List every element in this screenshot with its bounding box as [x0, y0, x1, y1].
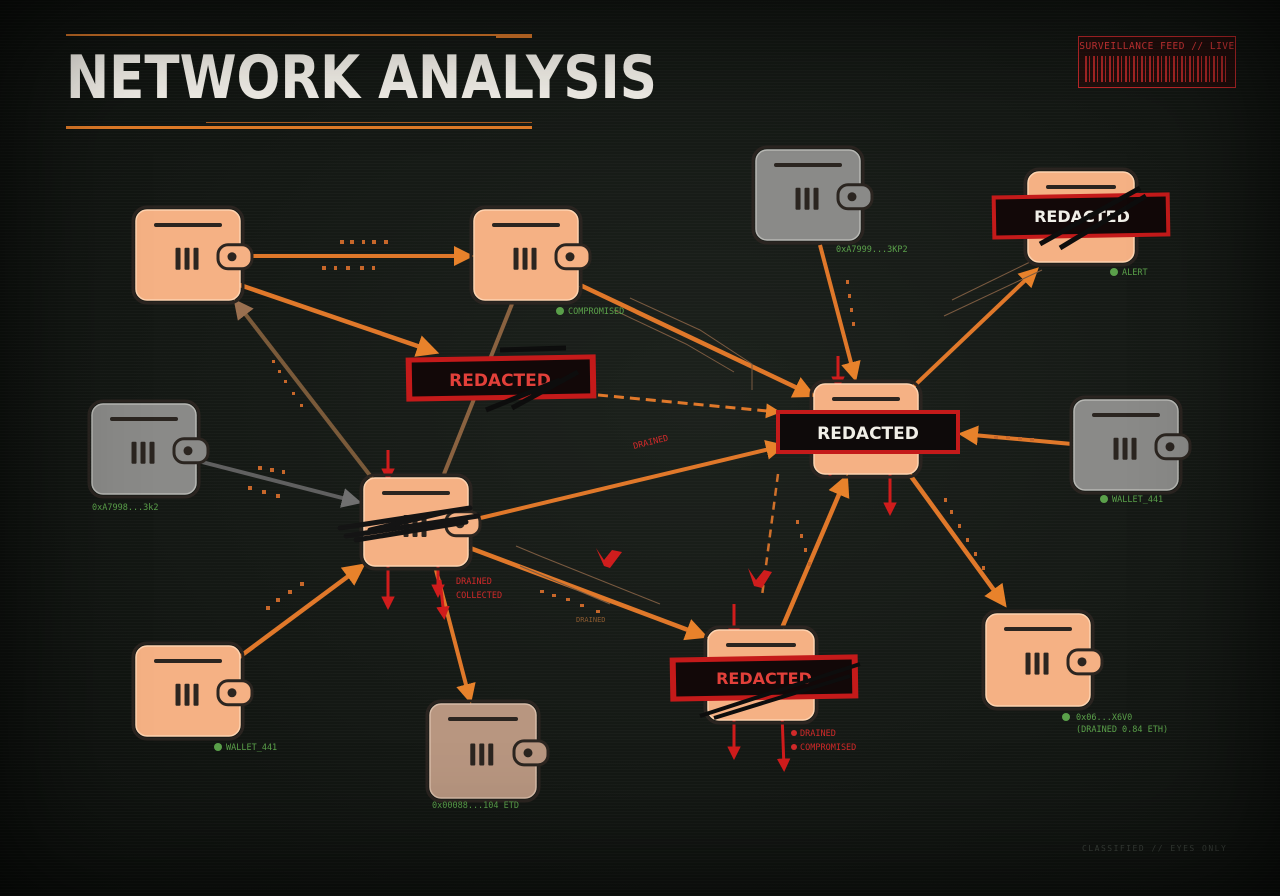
classified-footer: CLASSIFIED // EYES ONLY — [1082, 844, 1228, 853]
redacted-text: REDACTED — [716, 669, 812, 688]
edge-w2-w7 — [579, 282, 817, 398]
edge-w1-redacted1 — [239, 282, 440, 357]
scribble-hub — [337, 505, 481, 543]
svg-text:0x06...X6V0: 0x06...X6V0 — [1076, 713, 1132, 723]
edge-w6-w9 — [469, 545, 709, 641]
edge-w12-w6 — [236, 563, 366, 660]
svg-text:DRAINED: DRAINED — [800, 729, 836, 739]
edge-w3-w7 — [818, 244, 861, 382]
data-dots-layer — [248, 240, 1034, 613]
title-rule-top — [66, 34, 532, 38]
edge-w6-w7 — [471, 439, 786, 522]
edge-layer — [201, 244, 1073, 704]
feed-label: SURVEILLANCE FEED // LIVE — [1079, 41, 1235, 52]
edge-w9-w7 — [779, 473, 850, 629]
title-rule-bottom — [66, 122, 532, 129]
wallet-icon[interactable] — [1069, 395, 1192, 495]
redacted-text: REDACTED — [449, 371, 551, 391]
wallet-icon[interactable] — [131, 641, 254, 741]
wallet-address: 0x00088...104 ETD — [432, 801, 519, 811]
wallet-icon[interactable] — [131, 205, 254, 305]
status-badge: 0x06...X6V0 — [1062, 713, 1132, 723]
redacted-bar-center: REDACTED — [776, 410, 960, 454]
edge-w6-w1 — [233, 298, 374, 480]
wallet-icon[interactable] — [87, 399, 210, 499]
redacted-bar-bottom: REDACTED — [669, 654, 861, 720]
status-badge: WALLET_441 — [214, 743, 277, 753]
svg-text:ALERT: ALERT — [1122, 268, 1148, 278]
redacted-bar-mid: REDACTED — [405, 345, 597, 413]
svg-text:COMPROMISED: COMPROMISED — [800, 743, 856, 753]
redaction-layer: REDACTED REDACTED REDACTED REDACTED — [405, 185, 1171, 720]
edge-w5-w6 — [201, 460, 362, 508]
status-badge: COMPROMISED — [556, 307, 624, 317]
glitch-fragments — [596, 548, 772, 588]
status-badge: WALLET_441 — [1100, 495, 1163, 505]
page-title: NETWORK ANALYSIS — [66, 43, 657, 113]
edge-redacted1-w7 — [597, 393, 781, 419]
surveillance-feed-badge: SURVEILLANCE FEED // LIVE — [1078, 36, 1236, 88]
wallet-icon[interactable] — [751, 145, 874, 245]
status-badge: DRAINED — [791, 729, 836, 739]
title-block: NETWORK ANALYSIS — [66, 34, 657, 129]
edge-w11-w7 — [958, 425, 1073, 446]
circuit-traces — [515, 261, 1043, 605]
barcode-icon — [1085, 56, 1229, 82]
collected-label: COLLECTED — [456, 591, 502, 601]
svg-text:WALLET_441: WALLET_441 — [1112, 495, 1163, 505]
wallet-address: 0xA7998...3k2 — [92, 503, 159, 513]
redacted-text: REDACTED — [817, 424, 919, 444]
wallet-address: 0xA7999...3KP2 — [836, 245, 908, 255]
redacted-bar-topright: REDACTED — [991, 185, 1171, 251]
status-badge: ALERT — [1110, 268, 1148, 278]
edge-w7-w10 — [908, 473, 1007, 608]
drained-amount: (DRAINED 0.84 ETH) — [1076, 725, 1168, 735]
edge-w7-w4 — [910, 267, 1039, 390]
status-badge: COMPROMISED — [791, 743, 856, 753]
drained-label: DRAINED — [632, 434, 669, 452]
svg-text:COMPROMISED: COMPROMISED — [568, 307, 624, 317]
svg-text:WALLET_441: WALLET_441 — [226, 743, 277, 753]
wallet-icon[interactable] — [425, 699, 550, 803]
drained-label: DRAINED — [456, 577, 492, 587]
drained-label: DRAINED — [576, 616, 606, 624]
wallet-icon[interactable] — [981, 609, 1104, 711]
label-layer: COMPROMISED 0xA7999...3KP2 ALERT 0xA7998… — [92, 245, 1168, 811]
wallet-icon[interactable] — [469, 205, 592, 305]
